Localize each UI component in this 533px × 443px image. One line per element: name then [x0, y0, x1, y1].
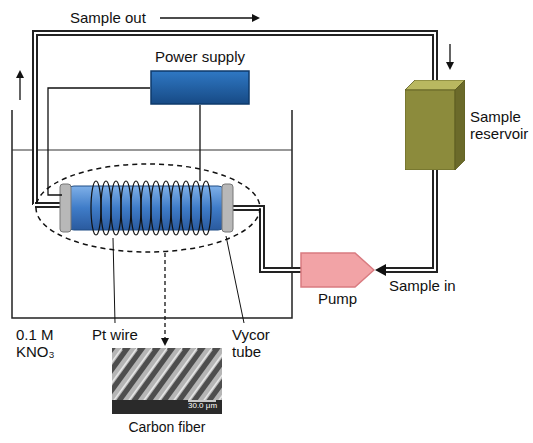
reservoir-front — [405, 90, 455, 170]
arrowhead — [375, 264, 386, 276]
text-label: 0.1 M KNO₃ — [16, 326, 68, 361]
zoom-arrow — [164, 253, 165, 344]
tube-end-cap — [60, 184, 71, 232]
tubing-connector — [375, 170, 435, 276]
pt-wire-coil — [91, 181, 211, 235]
text-label: Pt wire — [92, 326, 138, 343]
sem-info-bar — [112, 400, 222, 414]
edge-label: Sample in — [387, 277, 458, 294]
node-shape — [300, 252, 375, 288]
flow-arrow — [19, 72, 20, 100]
power-supply-body — [151, 71, 249, 104]
node-label: Power supply — [155, 48, 245, 65]
tubing — [35, 33, 435, 205]
leader-line — [226, 236, 244, 323]
node-label: Carbon fiber — [128, 419, 205, 435]
sample-reservoir: Sample reservoir — [405, 80, 465, 170]
leader-line — [113, 238, 115, 323]
tube-end-cap — [222, 184, 233, 232]
node-label: Pump — [318, 290, 357, 307]
reservoir-side — [455, 80, 465, 170]
pump-shape: Pump — [300, 252, 375, 288]
tubing-bore — [386, 170, 435, 270]
tubing-bore — [33, 204, 64, 206]
pump-body — [301, 253, 374, 287]
power-supply-box: Power supply — [150, 70, 250, 105]
flow-arrow — [160, 17, 258, 18]
text-label: Vycor tube — [232, 326, 280, 361]
text-label: 30.0 μm — [188, 401, 217, 410]
text-label: Sample out — [70, 9, 146, 26]
beaker-outline — [12, 110, 292, 318]
solution-surface — [12, 149, 292, 150]
tubing — [386, 170, 435, 270]
flow-arrow — [449, 44, 450, 68]
node-shape — [150, 70, 250, 105]
tubing-bore — [35, 33, 435, 205]
tubing — [230, 208, 302, 270]
node-label: Sample reservoir — [470, 108, 528, 143]
tubing-bore — [230, 208, 302, 270]
node-shape — [405, 80, 465, 170]
